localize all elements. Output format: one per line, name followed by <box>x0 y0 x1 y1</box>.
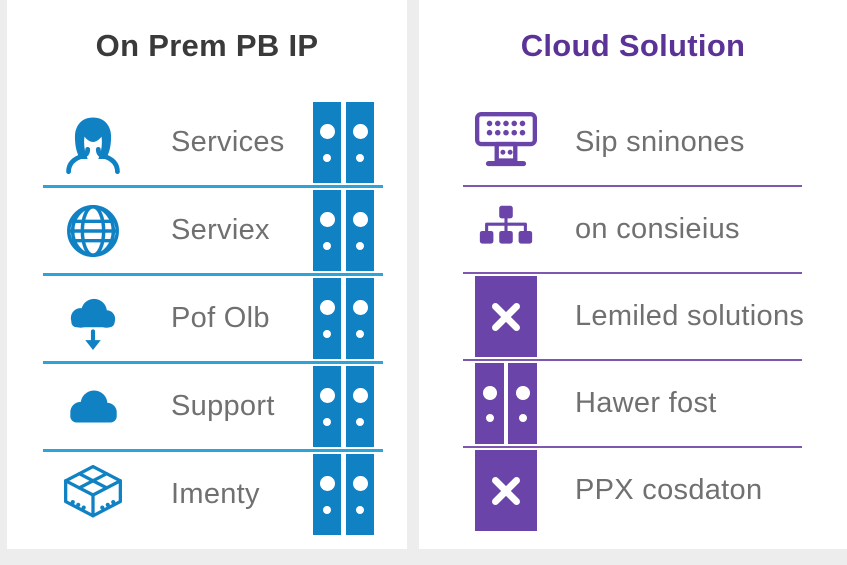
rack-ring <box>323 241 331 250</box>
left-row-imenty: Imenty <box>7 452 407 537</box>
right-row-lemiled: Lemiled solutions <box>419 274 847 359</box>
rack-bar <box>508 363 537 444</box>
left-row-label: Support <box>171 390 275 422</box>
right-row-hawer: Hawer fost <box>419 361 847 446</box>
left-row-pof-olb: Pof Olb <box>7 276 407 361</box>
row-divider <box>463 185 802 187</box>
rack-bar <box>313 278 341 359</box>
cloud-solution-panel: Cloud Solution <box>419 0 847 549</box>
left-panel-title: On Prem PB IP <box>95 28 319 63</box>
rack-bar <box>346 454 374 535</box>
x-mark-icon <box>475 276 537 357</box>
cloud-icon <box>57 367 129 447</box>
double-server-rack-icon <box>313 366 374 447</box>
rack-dot <box>319 387 335 403</box>
hierarchy-icon <box>471 190 541 270</box>
row-divider <box>43 185 383 188</box>
rack-bar <box>313 190 341 271</box>
double-server-rack-icon <box>313 190 374 271</box>
left-row-label: Services <box>171 126 285 158</box>
right-row-label: Lemiled solutions <box>575 300 805 332</box>
row-divider <box>43 449 383 452</box>
left-row-services: Services <box>7 100 407 185</box>
rack-dot <box>352 211 368 227</box>
right-row-sip: Sip sninones <box>419 100 847 185</box>
double-server-rack-icon <box>313 102 374 183</box>
rack-bar <box>346 190 374 271</box>
rack-bar <box>346 102 374 183</box>
left-row-label: Imenty <box>171 478 260 510</box>
rack-dot <box>319 211 335 227</box>
rack-ring <box>323 505 331 514</box>
globe-icon <box>57 191 129 271</box>
rack-bar <box>346 278 374 359</box>
rack-bar <box>313 102 341 183</box>
rack-bar <box>475 363 504 444</box>
on-prem-panel: On Prem PB IP Services <box>7 0 407 549</box>
double-server-rack-icon <box>475 363 537 444</box>
left-row-label: Serviex <box>171 214 270 246</box>
cube-box-icon <box>57 455 129 535</box>
right-panel-title: Cloud Solution <box>520 28 746 63</box>
rack-ring <box>518 413 527 422</box>
right-row-label: Sip sninones <box>575 126 745 158</box>
left-row-support: Support <box>7 364 407 449</box>
rack-dot <box>482 385 497 400</box>
rack-bar <box>313 454 341 535</box>
left-row-serviex: Serviex <box>7 188 407 273</box>
right-rows: Sip sninones <box>419 100 847 533</box>
rack-bar <box>313 366 341 447</box>
rack-ring <box>356 329 364 338</box>
cloud-download-icon <box>57 279 129 359</box>
rack-ring <box>356 241 364 250</box>
right-row-label: Hawer fost <box>575 387 717 419</box>
rack-dot <box>319 299 335 315</box>
person-icon <box>57 103 129 183</box>
rack-ring <box>356 153 364 162</box>
rack-dot <box>319 475 335 491</box>
rack-bar <box>346 366 374 447</box>
rack-ring <box>323 417 331 426</box>
rack-dot <box>515 385 530 400</box>
right-row-label: on consieius <box>575 213 740 245</box>
rack-dot <box>352 123 368 139</box>
rack-dot <box>352 475 368 491</box>
rack-ring <box>323 153 331 162</box>
rack-ring <box>356 505 364 514</box>
row-divider <box>43 273 383 276</box>
left-row-label: Pof Olb <box>171 302 270 334</box>
row-divider <box>463 359 802 361</box>
signboard-icon <box>471 103 541 183</box>
row-divider <box>463 446 802 448</box>
rack-dot <box>352 299 368 315</box>
rack-ring <box>356 417 364 426</box>
rack-ring <box>323 329 331 338</box>
rack-dot <box>319 123 335 139</box>
rack-dot <box>352 387 368 403</box>
x-mark-icon <box>475 450 537 531</box>
double-server-rack-icon <box>313 278 374 359</box>
rack-ring <box>485 413 494 422</box>
right-row-label: PPX cosdaton <box>575 474 763 506</box>
row-divider <box>463 272 802 274</box>
left-rows: Services <box>7 100 407 537</box>
row-divider <box>43 361 383 364</box>
double-server-rack-icon <box>313 454 374 535</box>
right-row-ppx: PPX cosdaton <box>419 448 847 533</box>
right-row-consieius: on consieius <box>419 187 847 272</box>
